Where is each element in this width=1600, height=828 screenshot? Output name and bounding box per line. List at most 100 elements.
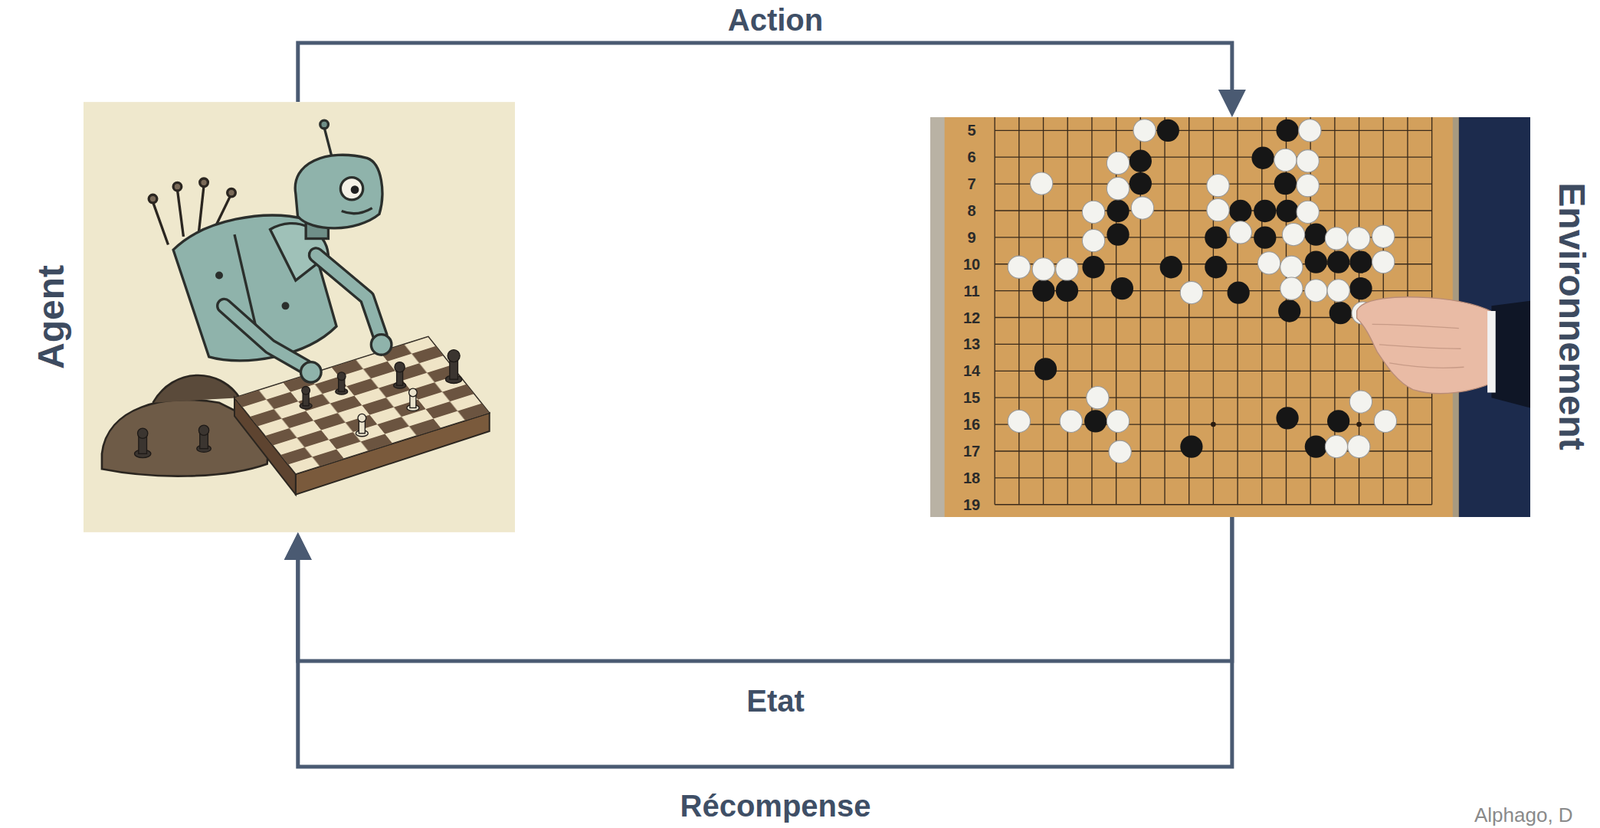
board-row-number: 6 <box>967 149 976 165</box>
edge-label: Etat <box>746 683 805 719</box>
white-stones <box>1296 200 1319 223</box>
robot-tools <box>153 202 169 246</box>
player-hand <box>1372 324 1465 368</box>
black-stones <box>1278 299 1301 322</box>
black-stones <box>1227 281 1250 304</box>
black-stones <box>1111 277 1134 300</box>
board-row-number: 9 <box>967 229 976 246</box>
robot-head <box>350 185 360 194</box>
white-stones <box>1349 390 1372 414</box>
white-stones <box>1372 250 1395 273</box>
white-stones <box>1304 279 1328 302</box>
robot-tools <box>177 190 184 237</box>
white-stones <box>1086 386 1109 410</box>
chess-board <box>234 336 490 495</box>
white-stones <box>1298 119 1322 142</box>
chess-pieces <box>394 362 405 373</box>
board-row-number: 13 <box>963 336 981 352</box>
white-stones <box>1281 222 1305 246</box>
agent-heading: Agent <box>31 265 73 370</box>
agent-panel: Agent <box>83 101 515 533</box>
robot-body <box>282 303 289 309</box>
white-stones <box>1280 277 1303 300</box>
board-wood <box>930 117 1531 518</box>
flow-arrow <box>298 517 1233 662</box>
board-row-number: 8 <box>967 203 976 219</box>
board-row-number: 19 <box>963 497 981 513</box>
robot-arms <box>224 255 392 383</box>
chess-pieces <box>301 386 311 396</box>
edge-label: Récompense <box>680 788 872 824</box>
robot-arms <box>224 305 306 368</box>
white-stones <box>1206 199 1230 222</box>
white-stones <box>1296 150 1319 173</box>
black-stones <box>1304 222 1328 246</box>
white-stones <box>1108 440 1132 463</box>
source-credit: Alphago, D <box>1474 804 1574 827</box>
white-stones <box>1324 435 1348 458</box>
black-stones <box>1327 250 1350 273</box>
black-stones <box>1327 409 1350 433</box>
board-row-number: 15 <box>963 390 981 406</box>
white-stones <box>1347 435 1371 458</box>
black-stones <box>1129 172 1152 195</box>
black-stones <box>1329 301 1352 325</box>
robot-arms <box>300 362 322 384</box>
star-point <box>1356 422 1362 428</box>
board-row-number: 5 <box>967 122 976 138</box>
white-stones <box>1373 409 1397 433</box>
white-stones <box>1106 151 1129 174</box>
black-stones <box>1275 200 1299 223</box>
black-stones <box>1180 435 1203 458</box>
black-stones <box>1229 200 1252 223</box>
white-stones <box>1055 258 1079 281</box>
chess-pieces <box>357 413 367 423</box>
white-stones <box>1030 172 1053 195</box>
robot-arms <box>315 255 381 337</box>
white-stones <box>1296 174 1319 197</box>
edge-label: Action <box>727 2 823 38</box>
robot-head <box>340 177 363 200</box>
robot-legs <box>153 375 240 404</box>
board-row-number: 10 <box>963 256 981 273</box>
robot-arms <box>224 305 306 368</box>
black-stones <box>1032 119 1372 459</box>
robot-head <box>320 120 329 129</box>
white-stones <box>1180 281 1203 304</box>
white-stones <box>1059 409 1082 433</box>
player-hand <box>1491 301 1531 409</box>
black-stones <box>1157 119 1180 142</box>
robot-head <box>341 208 373 214</box>
environment-heading: Environnement <box>1551 182 1593 450</box>
black-stones <box>1204 226 1227 249</box>
robot-tools <box>148 194 158 204</box>
robot-tools <box>227 188 237 197</box>
black-stones <box>1032 279 1055 302</box>
white-stones <box>1372 225 1395 248</box>
robot-body <box>216 272 223 279</box>
black-stones <box>1253 200 1276 223</box>
flow-arrow <box>298 517 1233 768</box>
player-hand <box>1487 311 1496 394</box>
board-row-number: 12 <box>963 310 981 326</box>
board-row-number: 11 <box>963 283 980 299</box>
robot-head <box>295 120 383 229</box>
go-board-illustration <box>930 117 1531 518</box>
board-row-number: 7 <box>967 176 976 192</box>
white-stones <box>1280 255 1303 279</box>
white-stones <box>1106 177 1129 200</box>
white-stones <box>1106 409 1129 433</box>
robot-arms <box>370 334 392 356</box>
star-point <box>1210 422 1217 428</box>
robot-tools <box>198 185 204 233</box>
black-stones <box>1055 279 1079 302</box>
robot-tools <box>173 182 182 191</box>
white-stones <box>1007 255 1030 279</box>
chess-pieces <box>447 350 460 363</box>
black-stones <box>1106 222 1129 246</box>
robot-illustration <box>83 101 515 533</box>
chess-pieces <box>137 428 148 439</box>
white-stones <box>1347 227 1371 250</box>
white-stones <box>1257 252 1280 275</box>
